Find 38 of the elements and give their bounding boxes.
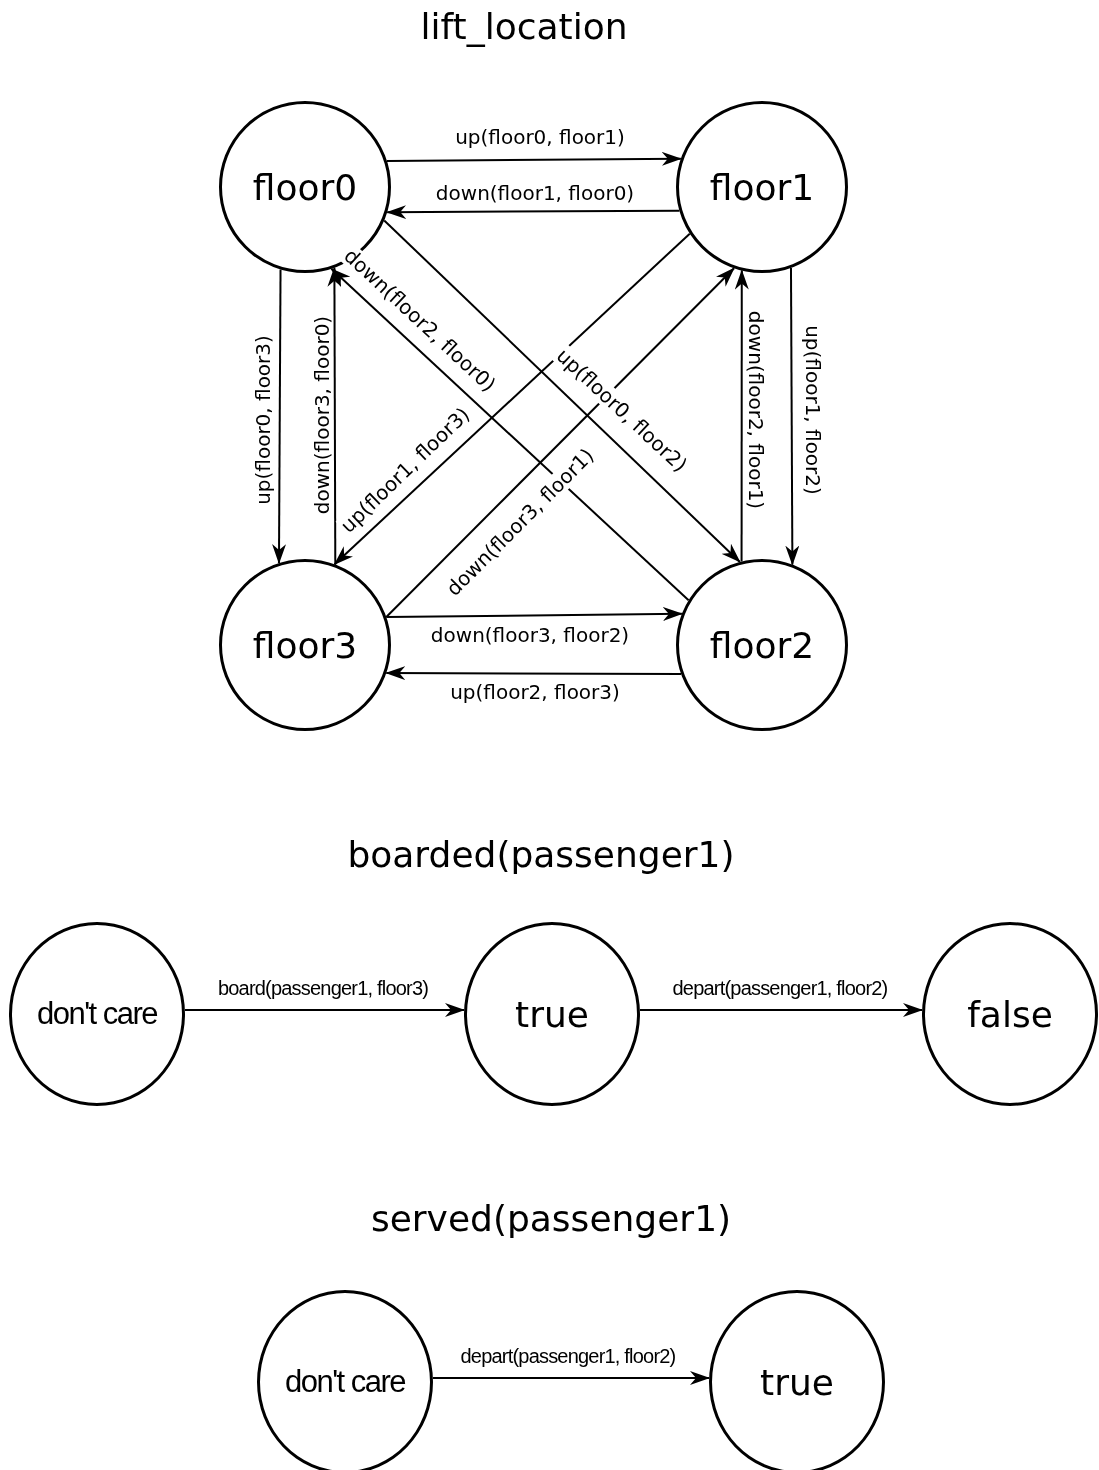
state-name: true <box>515 993 589 1035</box>
arrow <box>386 151 682 166</box>
edge-label: board(passenger1, floor3) <box>216 977 430 999</box>
arrow <box>330 267 690 602</box>
arrow <box>327 266 342 566</box>
edge-label: depart(passenger1, floor2) <box>459 1345 677 1367</box>
arrow <box>184 1003 465 1017</box>
state-name: true <box>760 1361 834 1403</box>
arrow <box>333 232 691 566</box>
edge-label: up(floor0, floor1) <box>454 126 626 148</box>
arrow <box>385 267 735 618</box>
state-name: false <box>967 993 1053 1035</box>
arrow <box>272 268 287 565</box>
edge-label: depart(passenger1, floor2) <box>671 977 889 999</box>
state-name: floor3 <box>252 624 358 666</box>
state-name: floor2 <box>709 624 815 666</box>
section-title: lift_location <box>420 6 628 47</box>
state-name: floor0 <box>252 166 358 208</box>
section-title: boarded(passenger1) <box>347 834 735 875</box>
edge-label: down(floor3, floor2) <box>429 624 631 646</box>
edge-label: up(floor0, floor3) <box>252 334 274 506</box>
edge-label: down(floor1, floor0) <box>434 182 636 204</box>
arrow <box>385 606 683 621</box>
arrow <box>432 1371 710 1385</box>
arrow <box>385 666 682 681</box>
edge-label: up(floor1, floor2) <box>802 324 824 496</box>
arrow <box>383 219 741 563</box>
edge-label: up(floor2, floor3) <box>449 681 621 703</box>
state-name: don't care <box>36 996 158 1032</box>
edge-label: down(floor3, floor0) <box>311 314 333 516</box>
section-title: served(passenger1) <box>370 1198 732 1239</box>
arrow <box>639 1003 923 1017</box>
arrow <box>734 269 749 563</box>
arrow <box>386 205 681 220</box>
edge-label: down(floor2, floor1) <box>745 309 767 511</box>
arrow <box>785 266 800 566</box>
state-name: floor1 <box>709 166 815 208</box>
state-name: don't care <box>284 1364 406 1400</box>
